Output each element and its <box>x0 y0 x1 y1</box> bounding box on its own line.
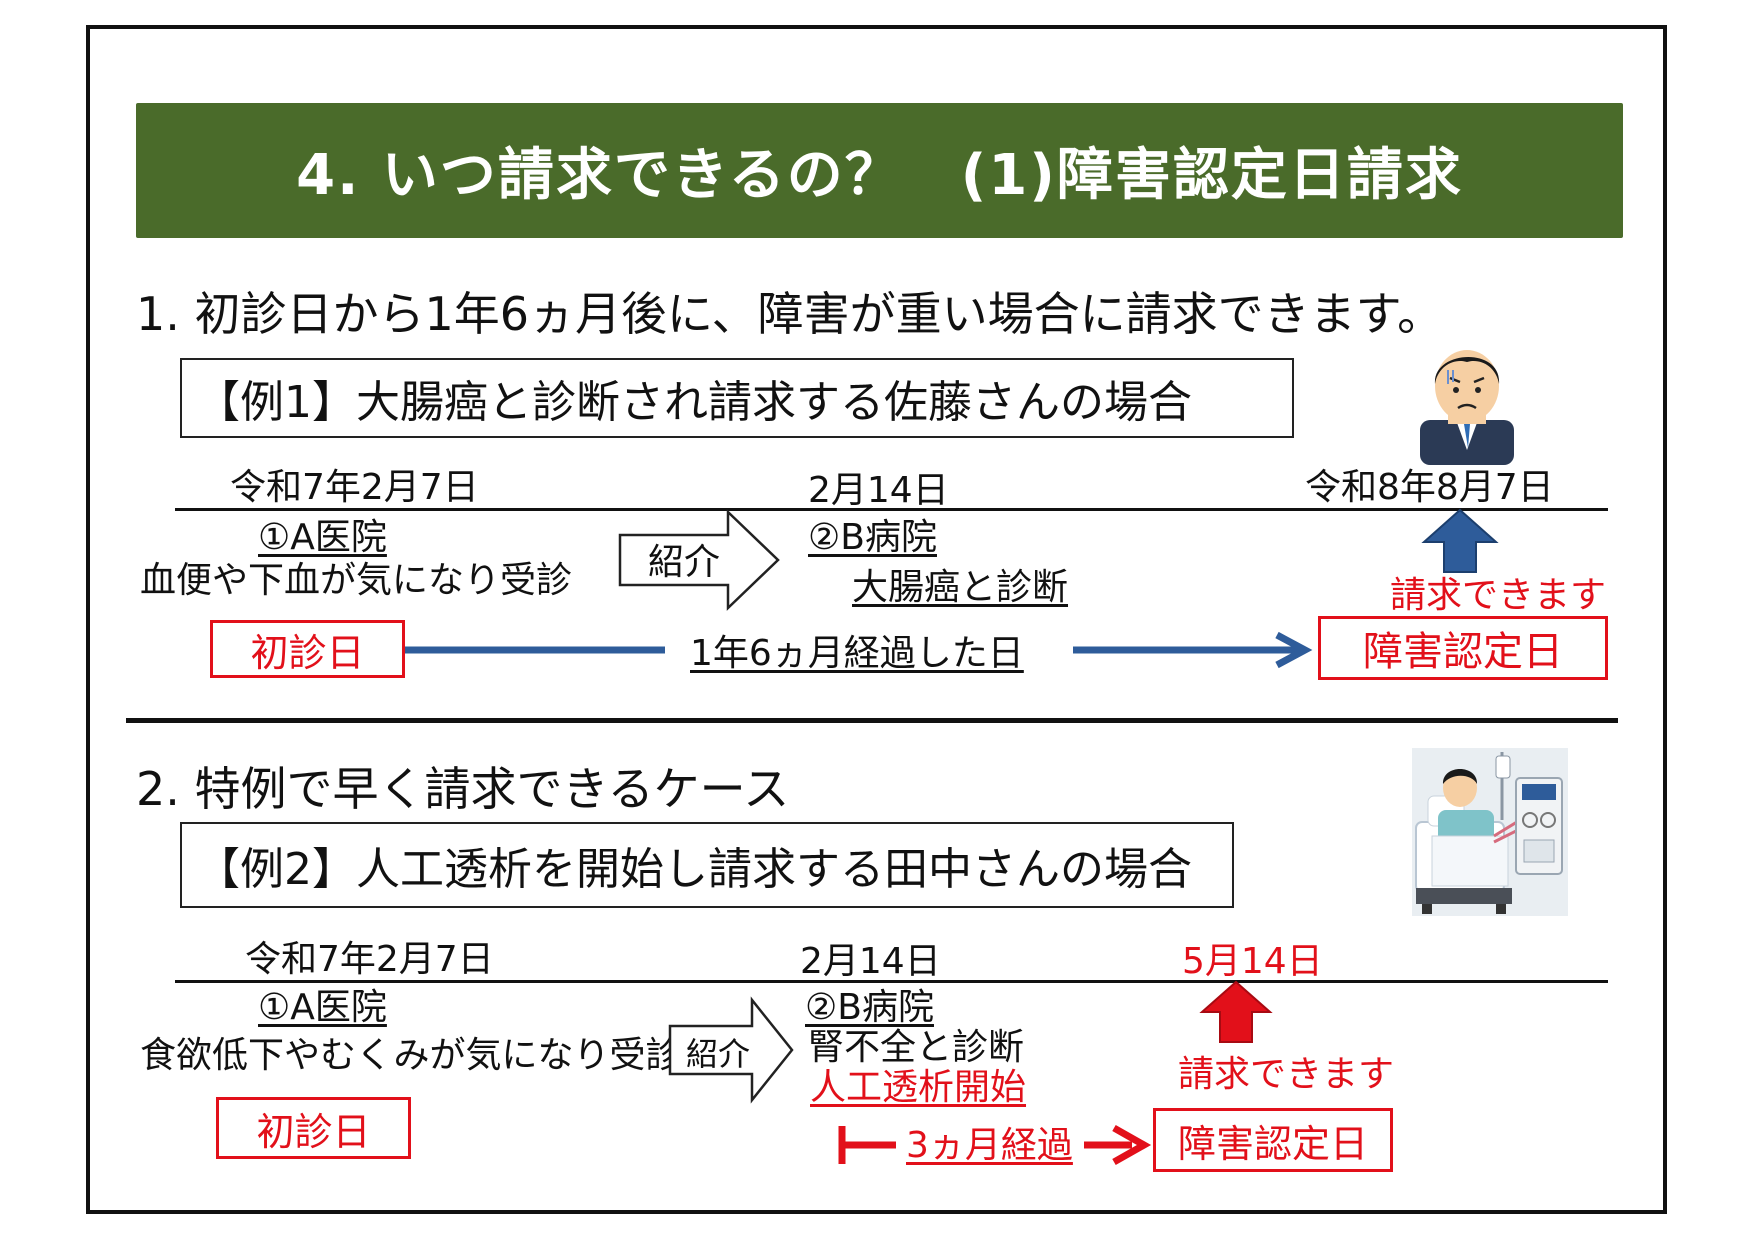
s2-date-second: 2月14日 <box>800 941 941 982</box>
s2-claim-text: 請求できます <box>1178 1054 1395 1095</box>
s1-date-first: 令和7年2月7日 <box>230 467 479 508</box>
s1-claim-text: 請求できます <box>1390 575 1607 616</box>
s2-hospital-a: ①A医院 <box>258 987 387 1028</box>
s2-up-arrow-icon <box>1199 980 1273 1043</box>
s1-elapsed-label: 1年6ヵ月経過した日 <box>690 633 1024 674</box>
s1-recognition-date-box: 障害認定日 <box>1318 616 1608 680</box>
s1-diagnosis: 大腸癌と診断 <box>852 570 1068 606</box>
section-divider <box>126 718 1618 723</box>
s1-up-arrow-icon <box>1421 508 1499 573</box>
s1-referral-label: 紹介 <box>648 542 721 583</box>
s2-hospital-b: ②B病院 <box>805 987 934 1028</box>
s2-date-third: 5月14日 <box>1182 941 1323 982</box>
s1-diagnosis-text: 大腸癌と診断 <box>852 567 1069 608</box>
s1-timeline <box>175 508 1608 511</box>
s2-date-first: 令和7年2月7日 <box>245 939 494 980</box>
section1-heading: 1. 初診日から1年6ヵ月後に、障害が重い場合に請求できます。 <box>136 287 1444 341</box>
dialysis-patient-illustration <box>1412 748 1568 916</box>
s2-elapsed-arrow-icon <box>838 1124 1152 1166</box>
s2-first-visit-box: 初診日 <box>216 1097 411 1159</box>
s2-referral-arrow-icon <box>668 996 794 1104</box>
s2-symptom: 食欲低下やむくみが気になり受診 <box>140 1035 682 1076</box>
s1-date-second: 2月14日 <box>808 470 949 511</box>
s2-recognition-date-box: 障害認定日 <box>1153 1108 1393 1172</box>
worried-man-illustration <box>1420 350 1514 465</box>
example2-label: 【例2】人工透析を開始し請求する田中さんの場合 <box>180 822 1234 908</box>
s2-diagnosis: 腎不全と診断 <box>808 1027 1025 1068</box>
s1-timeline-arrow-icon <box>405 631 1313 669</box>
s2-timeline <box>175 980 1608 983</box>
example1-label: 【例1】大腸癌と診断され請求する佐藤さんの場合 <box>180 358 1294 438</box>
section2-heading: 2. 特例で早く請求できるケース <box>136 762 790 816</box>
s1-hospital-a: ①A医院 <box>258 517 387 558</box>
s1-first-visit-box: 初診日 <box>210 620 405 678</box>
s1-date-third: 令和8年8月7日 <box>1305 467 1554 508</box>
s1-symptom: 血便や下血が気になり受診 <box>140 560 573 601</box>
s1-hospital-b: ②B病院 <box>808 517 937 558</box>
s2-elapsed-label: 3ヵ月経過 <box>906 1125 1073 1166</box>
s2-dialysis: 人工透析開始 <box>810 1067 1027 1108</box>
slide-frame <box>86 25 1667 1214</box>
slide-title: 4. いつ請求できるの？ (1)障害認定日請求 <box>136 103 1623 238</box>
s1-referral-arrow-icon <box>618 509 780 611</box>
s2-referral-label: 紹介 <box>686 1035 751 1073</box>
